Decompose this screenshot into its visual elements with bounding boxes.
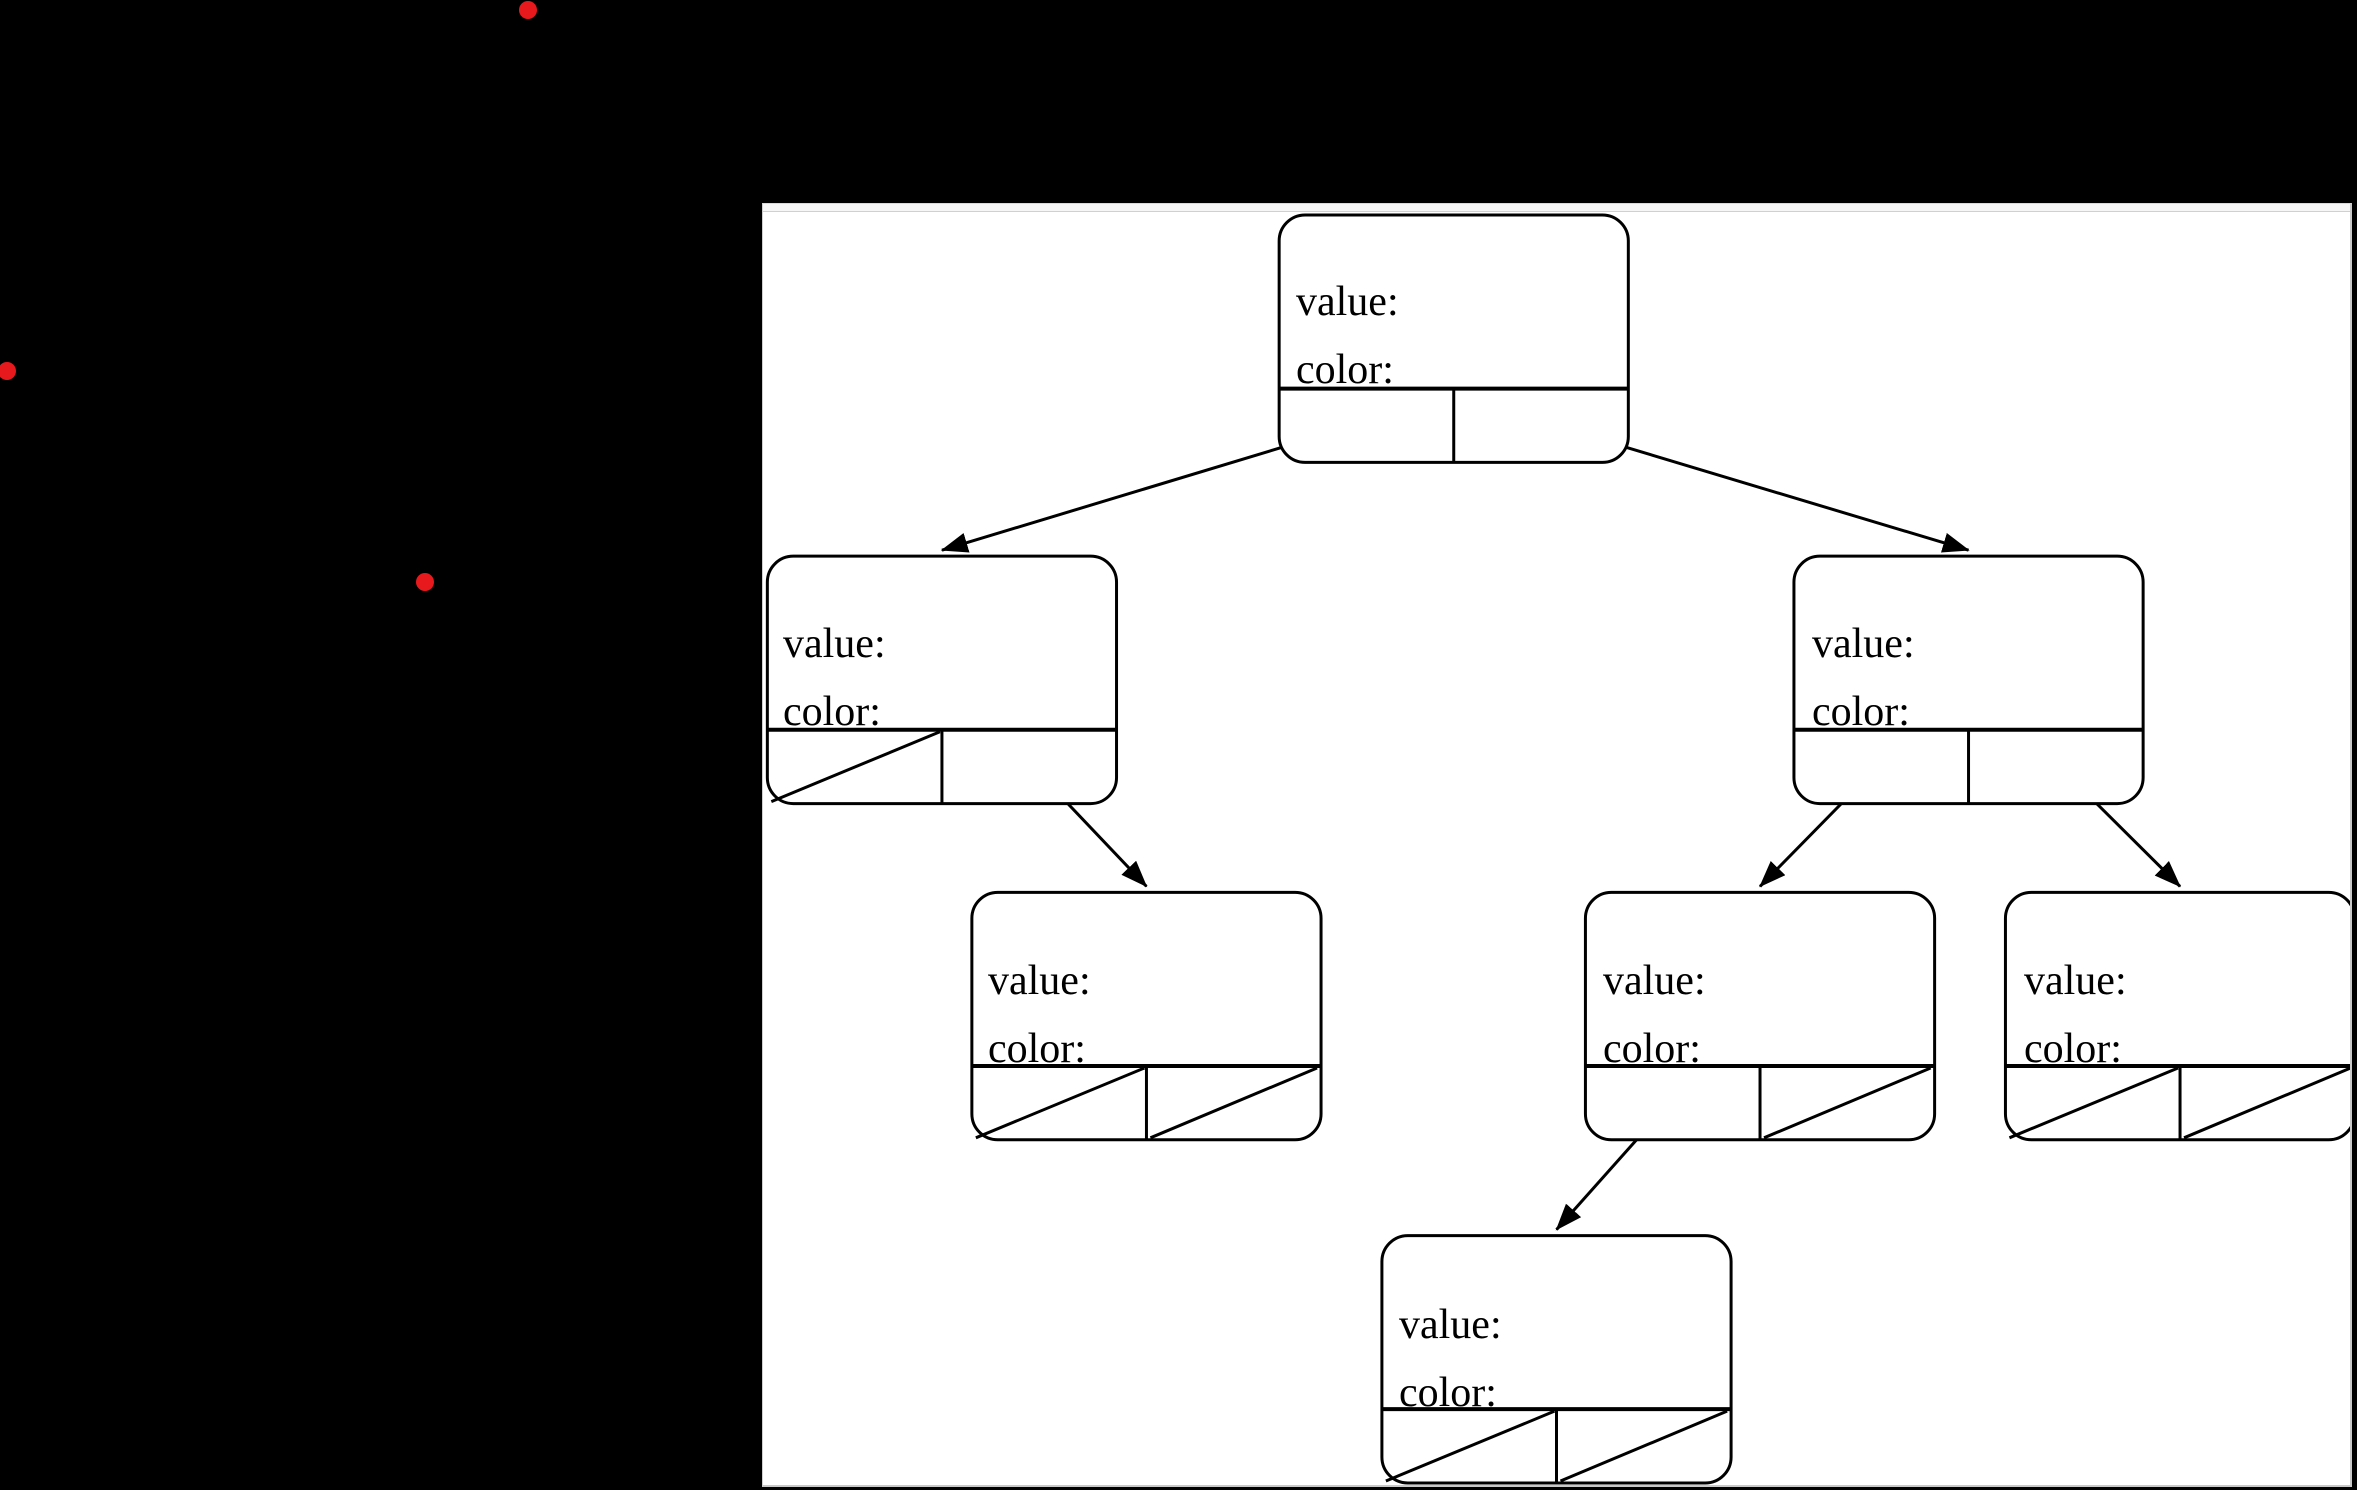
tree-node-left-color-label: color: [783,689,881,735]
tree-node-right-right-color-label: color: [2024,1026,2122,1072]
marker-mid-dot [416,573,434,591]
null-pointer-slash-right [1763,1066,1932,1140]
tree-node-root-color-label: color: [1296,347,1394,393]
null-pointer-slash-right [2183,1066,2350,1140]
tree-node-right-left-left[interactable] [1380,1234,1733,1485]
tree-node-right-right[interactable] [2003,890,2350,1142]
null-pointer-slash-right [1149,1066,1318,1140]
tree-node-right-left-color-label: color: [1603,1026,1701,1072]
tree-node-right-left-value-label: value: [1603,958,1706,1004]
tree-node-left-right-value-label: value: [988,958,1091,1004]
null-pointer-slash-left [1385,1409,1556,1483]
null-pointer-slash-left [770,730,941,803]
tree-node-right-color-label: color: [1812,689,1910,735]
tree-node-right-value-label: value: [1812,621,1915,667]
tree-node-right-left[interactable] [1583,890,1937,1142]
tree-node-right[interactable] [1792,554,2145,806]
tree-node-right-left-left-value-label: value: [1399,1302,1502,1348]
tree-node-left[interactable] [765,554,1119,806]
tree-node-left-value-label: value: [783,621,886,667]
tree-node-right-right-value-label: value: [2024,958,2127,1004]
tree-node-root-value-label: value: [1296,279,1399,325]
tree-node-left-right-color-label: color: [988,1026,1086,1072]
null-pointer-slash-left [2008,1066,2179,1140]
diagram-panel[interactable]: value: color: value: color: value: color: valu… [762,203,2352,1487]
null-pointer-slash-left [975,1066,1146,1140]
null-pointer-slash-right [1559,1409,1728,1483]
tree-node-left-right[interactable] [970,890,1323,1142]
marker-left-dot [0,362,16,380]
tree-node-right-left-left-color-label: color: [1399,1370,1497,1416]
tree-node-root[interactable] [1277,213,1630,464]
tree-diagram[interactable] [763,204,2350,1485]
panel-top-edge [763,204,2350,212]
marker-top-dot [519,1,537,19]
